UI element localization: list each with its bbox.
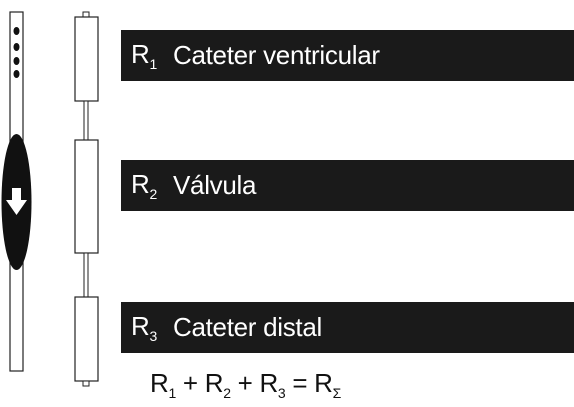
formula-term: R	[150, 368, 169, 398]
resistor-r3	[74, 296, 99, 382]
segment-band-r2: R2 Válvula	[121, 160, 574, 211]
symbol-index: 2	[149, 186, 157, 202]
resistance-sum-formula: R1 + R2 + R3 = RΣ	[150, 368, 341, 401]
catheter-hole	[13, 43, 20, 51]
segment-band-r3: R3 Cateter distal	[121, 302, 574, 353]
catheter-hole	[13, 57, 20, 65]
symbol-index: 1	[149, 56, 157, 72]
formula-index: Σ	[332, 385, 342, 401]
segment-label: Cateter ventricular	[173, 40, 380, 70]
catheter-hole	[13, 70, 20, 78]
resistor-r1	[74, 16, 99, 102]
connector-1	[83, 100, 89, 141]
formula-operator: +	[175, 368, 205, 398]
formula-index: 3	[277, 385, 286, 401]
symbol-index: 3	[149, 328, 157, 344]
segment-symbol: R1	[121, 39, 173, 72]
resistor-r2	[74, 139, 99, 254]
formula-index: 1	[168, 385, 176, 401]
down-arrow-icon	[6, 188, 27, 215]
segment-symbol: R2	[121, 169, 173, 202]
chain-cap-top-end	[82, 11, 90, 18]
catheter-hole	[13, 27, 20, 35]
chain-cap-bottom	[82, 380, 90, 387]
segment-label: Cateter distal	[173, 312, 322, 342]
symbol-letter: R	[131, 169, 150, 199]
formula-term: R	[314, 368, 333, 398]
formula-operator: =	[285, 368, 315, 398]
formula-operator: +	[230, 368, 260, 398]
formula-index: 2	[223, 385, 231, 401]
formula-term: R	[259, 368, 278, 398]
symbol-letter: R	[131, 39, 150, 69]
symbol-letter: R	[131, 311, 150, 341]
formula-term: R	[204, 368, 224, 398]
segment-symbol: R3	[121, 311, 173, 344]
segment-band-r1: R1 Cateter ventricular	[121, 30, 574, 81]
connector-2	[83, 252, 89, 298]
segment-label: Válvula	[173, 170, 257, 200]
